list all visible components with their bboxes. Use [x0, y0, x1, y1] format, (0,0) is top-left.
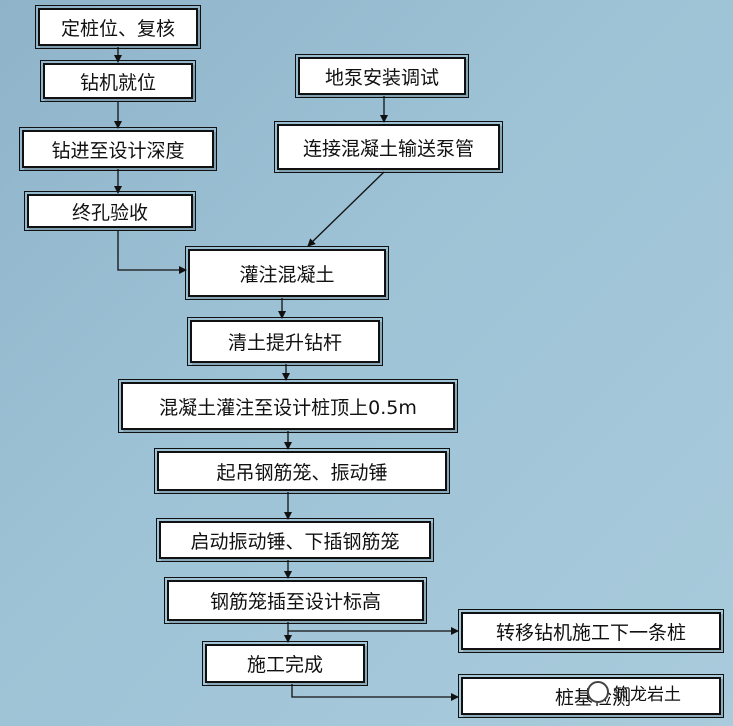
- arrow-s4-s5: [117, 230, 187, 274]
- step-move-to-next-pile: 转移钻机施工下一条桩: [458, 609, 724, 653]
- step-start-hammer-insert-cage: 启动振动锤、下插钢筋笼: [156, 518, 434, 562]
- watermark: 筑龙岩土: [587, 678, 717, 706]
- watermark-text: 筑龙岩土: [613, 684, 681, 705]
- step-final-hole-inspection: 终孔验收: [24, 191, 196, 231]
- step-pump-setup: 地泵安装调试: [295, 54, 469, 98]
- step-construction-complete: 施工完成: [202, 641, 368, 686]
- step-cage-to-elevation: 钢筋笼插至设计标高: [164, 577, 427, 624]
- step-pour-concrete: 灌注混凝土: [185, 246, 389, 300]
- watermark-logo-icon: [587, 681, 609, 703]
- step-connect-pump-pipe: 连接混凝土输送泵管: [274, 121, 503, 173]
- step-drill-to-depth: 钻进至设计深度: [19, 127, 217, 171]
- arrow-to-r2: [291, 684, 459, 701]
- arrow-p2-s5: [307, 171, 385, 247]
- step-lift-cage-hammer: 起吊钢筋笼、振动锤: [154, 448, 450, 494]
- step-pour-to-design-top: 混凝土灌注至设计桩顶上0.5m: [118, 379, 458, 433]
- step-drill-in-position: 钻机就位: [40, 60, 196, 102]
- step-clear-soil-lift-rod: 清土提升钻杆: [187, 317, 383, 366]
- step-define-pile-position: 定桩位、复核: [35, 5, 201, 49]
